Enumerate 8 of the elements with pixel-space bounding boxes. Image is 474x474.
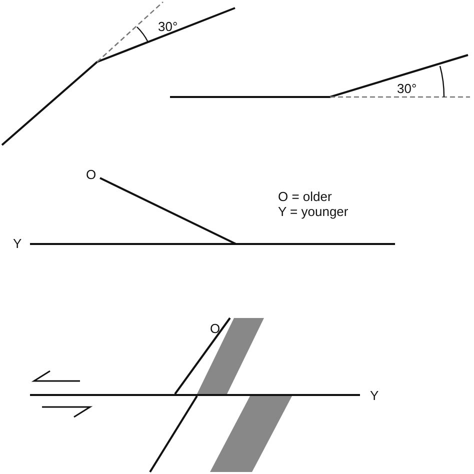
- legend-text: Y = younger: [278, 205, 348, 219]
- line-label: O: [210, 322, 220, 336]
- line-label: O: [86, 168, 96, 182]
- line-label: Y: [13, 237, 22, 251]
- angle-label: 30°: [397, 82, 417, 96]
- angle-label: 30°: [158, 20, 178, 34]
- line-label: Y: [370, 389, 379, 403]
- legend-text: O = older: [278, 190, 332, 204]
